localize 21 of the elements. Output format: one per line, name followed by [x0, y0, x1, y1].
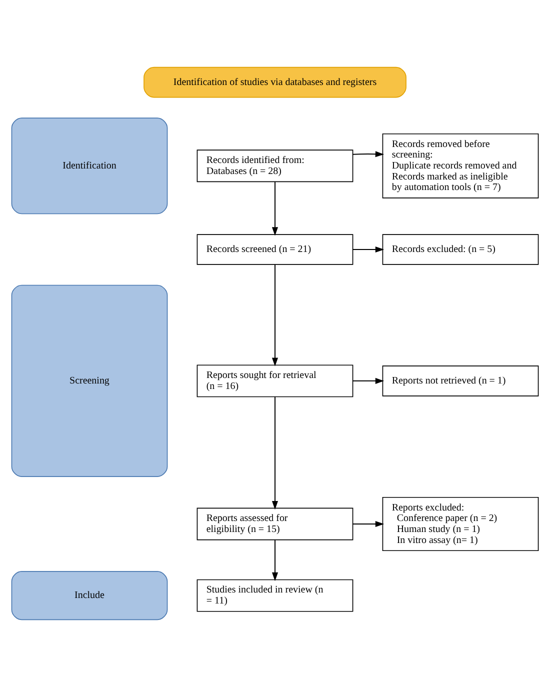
- arrow: [272, 539, 278, 581]
- node-box: Records excluded: (n = 5): [382, 234, 539, 264]
- node-box: Records removed before screening: Duplicate records removed and Records marked as ineligible by automation tools (n = 7): [382, 132, 539, 198]
- node-box: Include: [11, 570, 168, 620]
- arrow: [352, 377, 384, 384]
- node-box: Records screened (n = 21): [196, 234, 354, 264]
- node-box: Reports excluded: Conference paper (n = 2) Human study (n = 1) In vitro assay (n= 1): [382, 496, 539, 551]
- node-box: Records identified from: Databases (n = 28): [196, 149, 354, 182]
- node-box: Screening: [11, 284, 168, 477]
- node-box: Reports sought for retrieval (n = 16): [196, 364, 354, 397]
- node-box: Reports assessed for eligibility (n = 15): [196, 507, 354, 540]
- arrow: [352, 150, 384, 157]
- node-box: Reports not retrieved (n = 1): [382, 365, 539, 396]
- node-box: Studies included in review (n = 11): [196, 578, 354, 612]
- arrow: [352, 520, 384, 527]
- node-box: Identification: [11, 117, 168, 214]
- node-box: Identification of studies via databases and registers: [144, 66, 406, 98]
- arrow: [272, 264, 278, 366]
- arrow: [272, 180, 278, 236]
- arrow: [272, 396, 278, 510]
- arrow: [352, 246, 384, 252]
